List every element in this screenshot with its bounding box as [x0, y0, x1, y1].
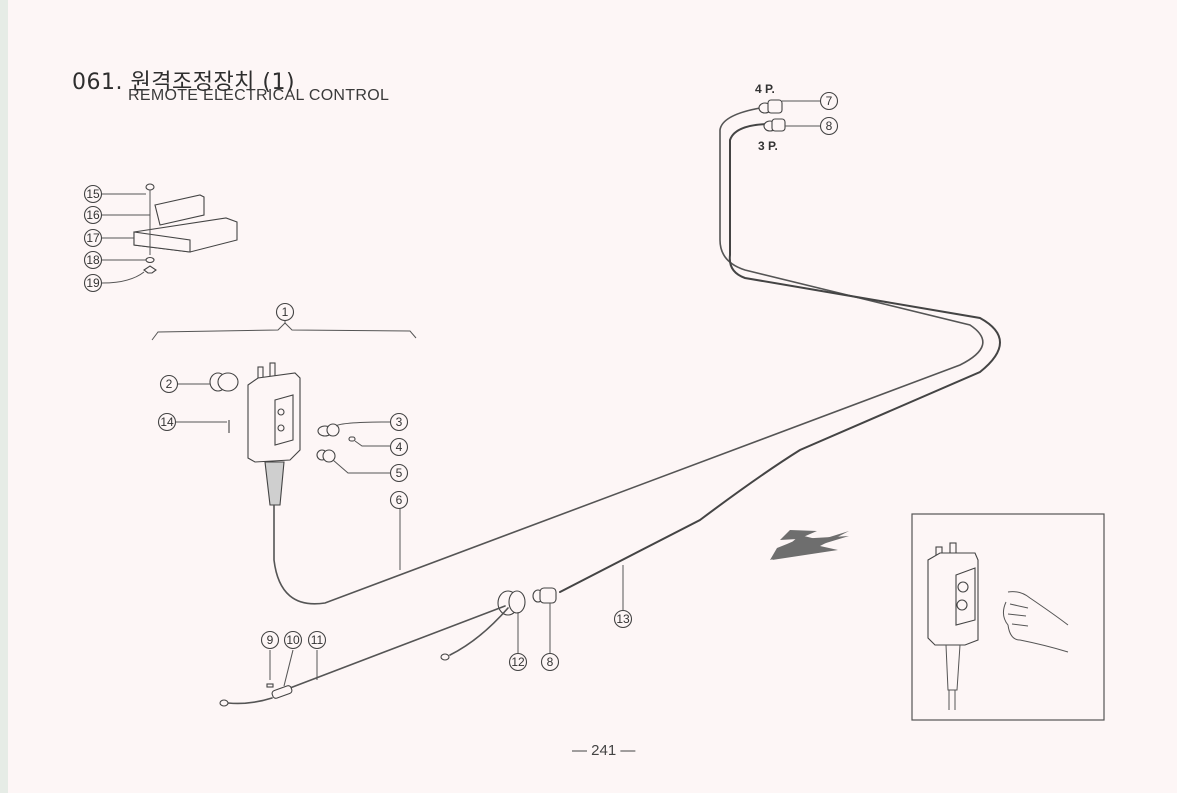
cable-strain-relief	[264, 461, 285, 506]
svg-text:12: 12	[511, 655, 525, 669]
diagram-title-english: REMOTE ELECTRICAL CONTROL	[128, 87, 390, 104]
svg-text:11: 11	[311, 633, 324, 647]
svg-text:5: 5	[396, 466, 403, 480]
switch-part	[178, 372, 239, 392]
callout-7: 7	[819, 91, 839, 111]
svg-text:7: 7	[826, 94, 833, 108]
callout-13: 13	[613, 609, 633, 629]
scan-edge	[0, 0, 8, 793]
wing-nut	[143, 265, 157, 274]
callout-15: 15	[83, 184, 103, 204]
svg-text:16: 16	[86, 208, 100, 222]
button-panel	[274, 394, 294, 446]
callout-18: 18	[83, 250, 103, 270]
callout-6: 6	[389, 490, 409, 510]
callout-17: 17	[83, 228, 103, 248]
bracket-assembly	[101, 183, 238, 284]
svg-text:6: 6	[396, 493, 403, 507]
callout-8-bottom: 8	[540, 652, 560, 672]
svg-text:2: 2	[166, 377, 173, 391]
push-buttons	[316, 421, 391, 474]
control-cable	[273, 107, 984, 605]
four-pin-label: 4 P.	[755, 82, 775, 96]
callout-10: 10	[283, 630, 303, 650]
callout-8-top: 8	[819, 116, 839, 136]
screw	[145, 183, 155, 191]
three-pin-label: 3 P.	[758, 139, 778, 153]
svg-text:8: 8	[547, 655, 554, 669]
svg-text:13: 13	[616, 612, 630, 626]
callout-19: 19	[83, 273, 103, 293]
svg-text:8: 8	[826, 119, 833, 133]
svg-text:4: 4	[396, 440, 403, 454]
hand-icon	[1002, 591, 1069, 653]
hanger-pin	[269, 362, 276, 378]
callout-12: 12	[508, 652, 528, 672]
usage-inset	[911, 513, 1105, 721]
callout-11: 11	[307, 630, 327, 650]
callout-14: 14	[157, 412, 177, 432]
bottom-connectors	[497, 587, 557, 653]
diagram-title-korean: 061. 원격조정장치 (1)	[72, 70, 296, 95]
top-connectors	[758, 99, 820, 132]
svg-text:10: 10	[286, 633, 300, 647]
remote-control-box	[247, 362, 301, 506]
callout-1: 1	[275, 302, 295, 322]
callout-16: 16	[83, 205, 103, 225]
callout-5: 5	[389, 463, 409, 483]
svg-text:19: 19	[86, 276, 100, 290]
washer	[145, 256, 155, 264]
ground-lead-assembly	[219, 605, 509, 707]
page-number: — 241 —	[572, 742, 636, 759]
inset-frame	[911, 513, 1105, 721]
hanger-plate	[154, 194, 205, 226]
svg-text:18: 18	[86, 253, 100, 267]
callout-9: 9	[260, 630, 280, 650]
svg-text:14: 14	[160, 415, 174, 429]
svg-text:17: 17	[86, 231, 100, 245]
svg-text:3: 3	[396, 415, 403, 429]
assembly-brace	[151, 322, 417, 341]
direction-arrow-head	[772, 531, 849, 560]
callout-2: 2	[159, 374, 179, 394]
extension-cable	[559, 123, 1001, 593]
callout-3: 3	[389, 412, 409, 432]
svg-text:15: 15	[86, 187, 100, 201]
callout-4: 4	[389, 437, 409, 457]
svg-text:1: 1	[282, 305, 289, 319]
svg-text:9: 9	[267, 633, 274, 647]
bracket-side	[133, 231, 191, 253]
